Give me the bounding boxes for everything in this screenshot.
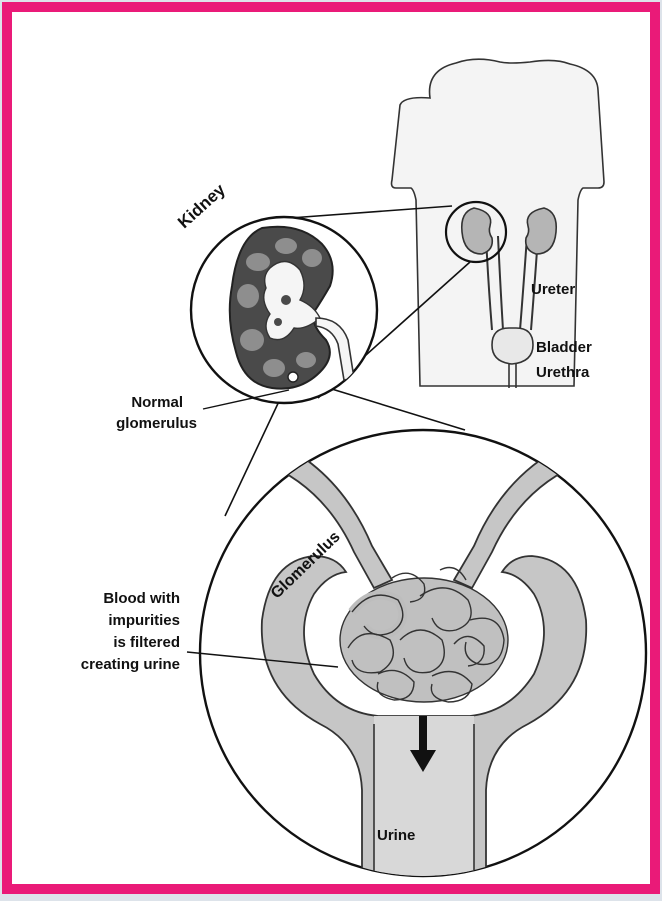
label-ureter: Ureter xyxy=(531,281,575,298)
torso-kidney-right xyxy=(526,208,557,254)
label-normal-line1: Normal xyxy=(131,394,183,411)
label-blood-line2: impurities xyxy=(108,612,180,629)
label-normal-line2: glomerulus xyxy=(116,415,197,432)
torso-kidney-left xyxy=(462,208,493,254)
label-urine: Urine xyxy=(377,827,415,844)
label-bladder: Bladder xyxy=(536,339,592,356)
label-blood-line1: Blood with xyxy=(103,590,180,607)
label-blood-line3: is filtered xyxy=(113,634,180,651)
label-urethra: Urethra xyxy=(536,364,590,381)
label-blood-line4: creating urine xyxy=(81,656,180,673)
